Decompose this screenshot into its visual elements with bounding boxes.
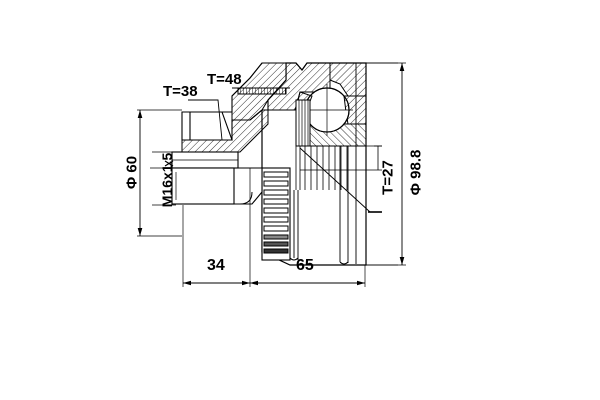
abs-ring-teeth [263, 171, 289, 254]
dim-t27 [300, 145, 382, 171]
bell-inner-splines [295, 146, 348, 190]
label-phi988: Φ 98.8 [407, 149, 425, 196]
label-t48: T=48 [207, 71, 242, 88]
dim-m16 [152, 151, 176, 206]
leader-t27 [299, 147, 371, 213]
stem-curve [239, 191, 253, 205]
label-m16-thread: M16x1.5 [159, 152, 175, 208]
drawing-geometry [137, 62, 406, 287]
housing-wall-lines [293, 63, 357, 264]
label-t38: T=38 [163, 83, 198, 100]
housing-bottom-cap2 [289, 257, 299, 261]
dim-length-row [182, 168, 366, 287]
leader-t38 [188, 99, 223, 141]
dim-phi60 [137, 109, 182, 237]
spline-strip-t48 [237, 87, 287, 95]
shaft-lower-block [171, 167, 235, 205]
label-phi60: Φ 60 [123, 155, 141, 190]
label-t27: T=27 [379, 160, 397, 195]
label-length-65: 65 [296, 257, 314, 274]
label-length-34: 34 [207, 257, 225, 274]
housing-bottom-cap [339, 261, 349, 265]
splined-stub-teeth [298, 100, 309, 146]
